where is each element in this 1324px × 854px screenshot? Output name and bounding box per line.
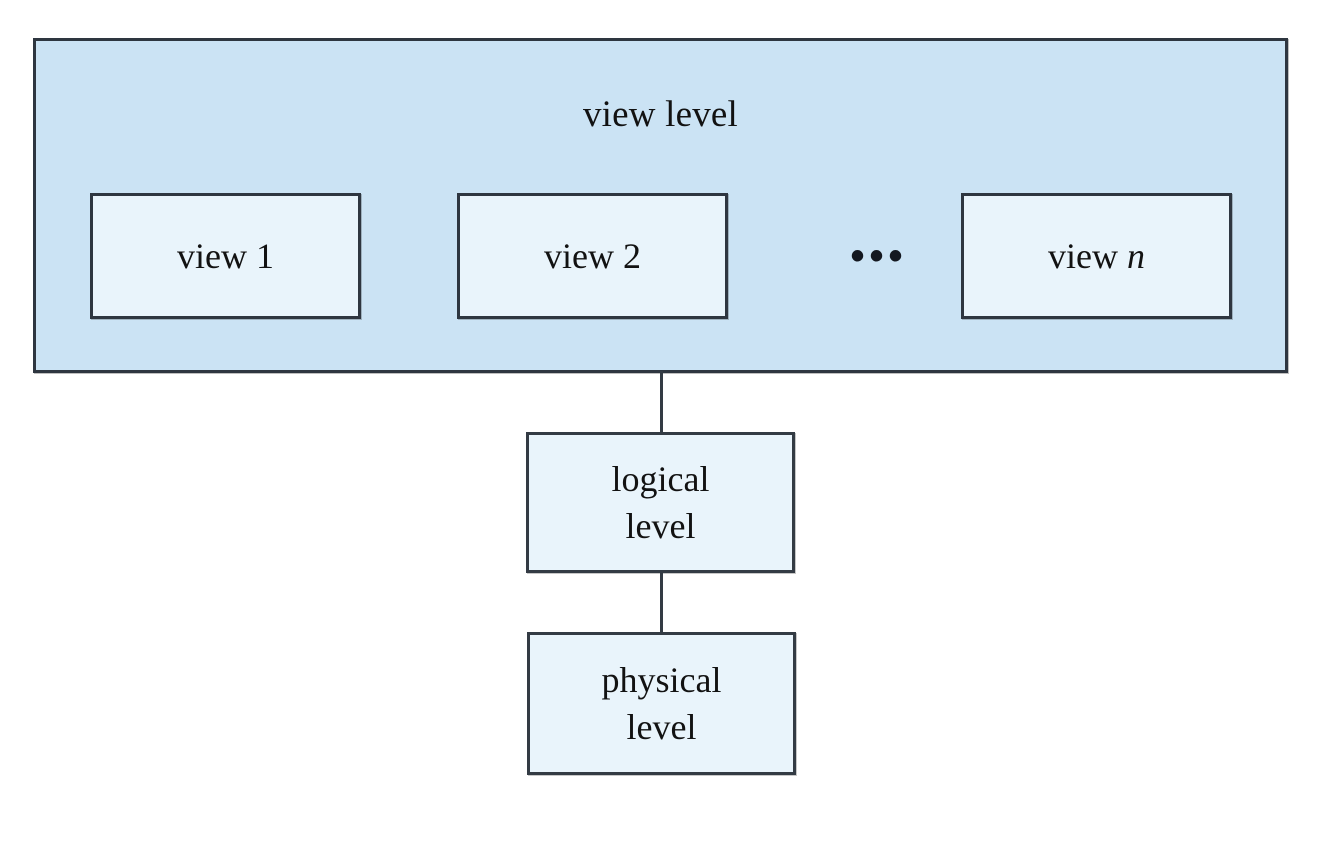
physical-level-line-1: physical	[601, 660, 722, 701]
logical-level-line-2: level	[625, 505, 696, 546]
view-box-1-name: view	[177, 236, 247, 276]
connector-logical-to-physical	[660, 571, 663, 634]
view-box-2-label: view 2	[544, 235, 641, 277]
view-level-title: view level	[582, 94, 739, 135]
physical-level-line-2: level	[626, 706, 697, 747]
logical-level-line-1: logical	[611, 459, 710, 500]
view-box-n-index: n	[1126, 236, 1145, 276]
view-box-1-index: 1	[255, 236, 274, 276]
view-box-n-label: view n	[1048, 235, 1145, 277]
view-box-2-name: view	[544, 236, 614, 276]
view-box-1: view 1	[90, 193, 361, 319]
logical-level-box: logical level	[526, 432, 795, 573]
view-box-2: view 2	[457, 193, 728, 319]
view-box-n-name: view	[1048, 236, 1118, 276]
connector-view-to-logical	[660, 371, 663, 434]
view-box-n: view n	[961, 193, 1232, 319]
view-box-1-label: view 1	[177, 235, 274, 277]
physical-level-box: physical level	[527, 632, 796, 775]
view-level-panel: view level view 1 view 2 ••• view n	[33, 38, 1288, 373]
view-box-2-index: 2	[622, 236, 641, 276]
ellipsis-icon: •••	[850, 233, 908, 278]
